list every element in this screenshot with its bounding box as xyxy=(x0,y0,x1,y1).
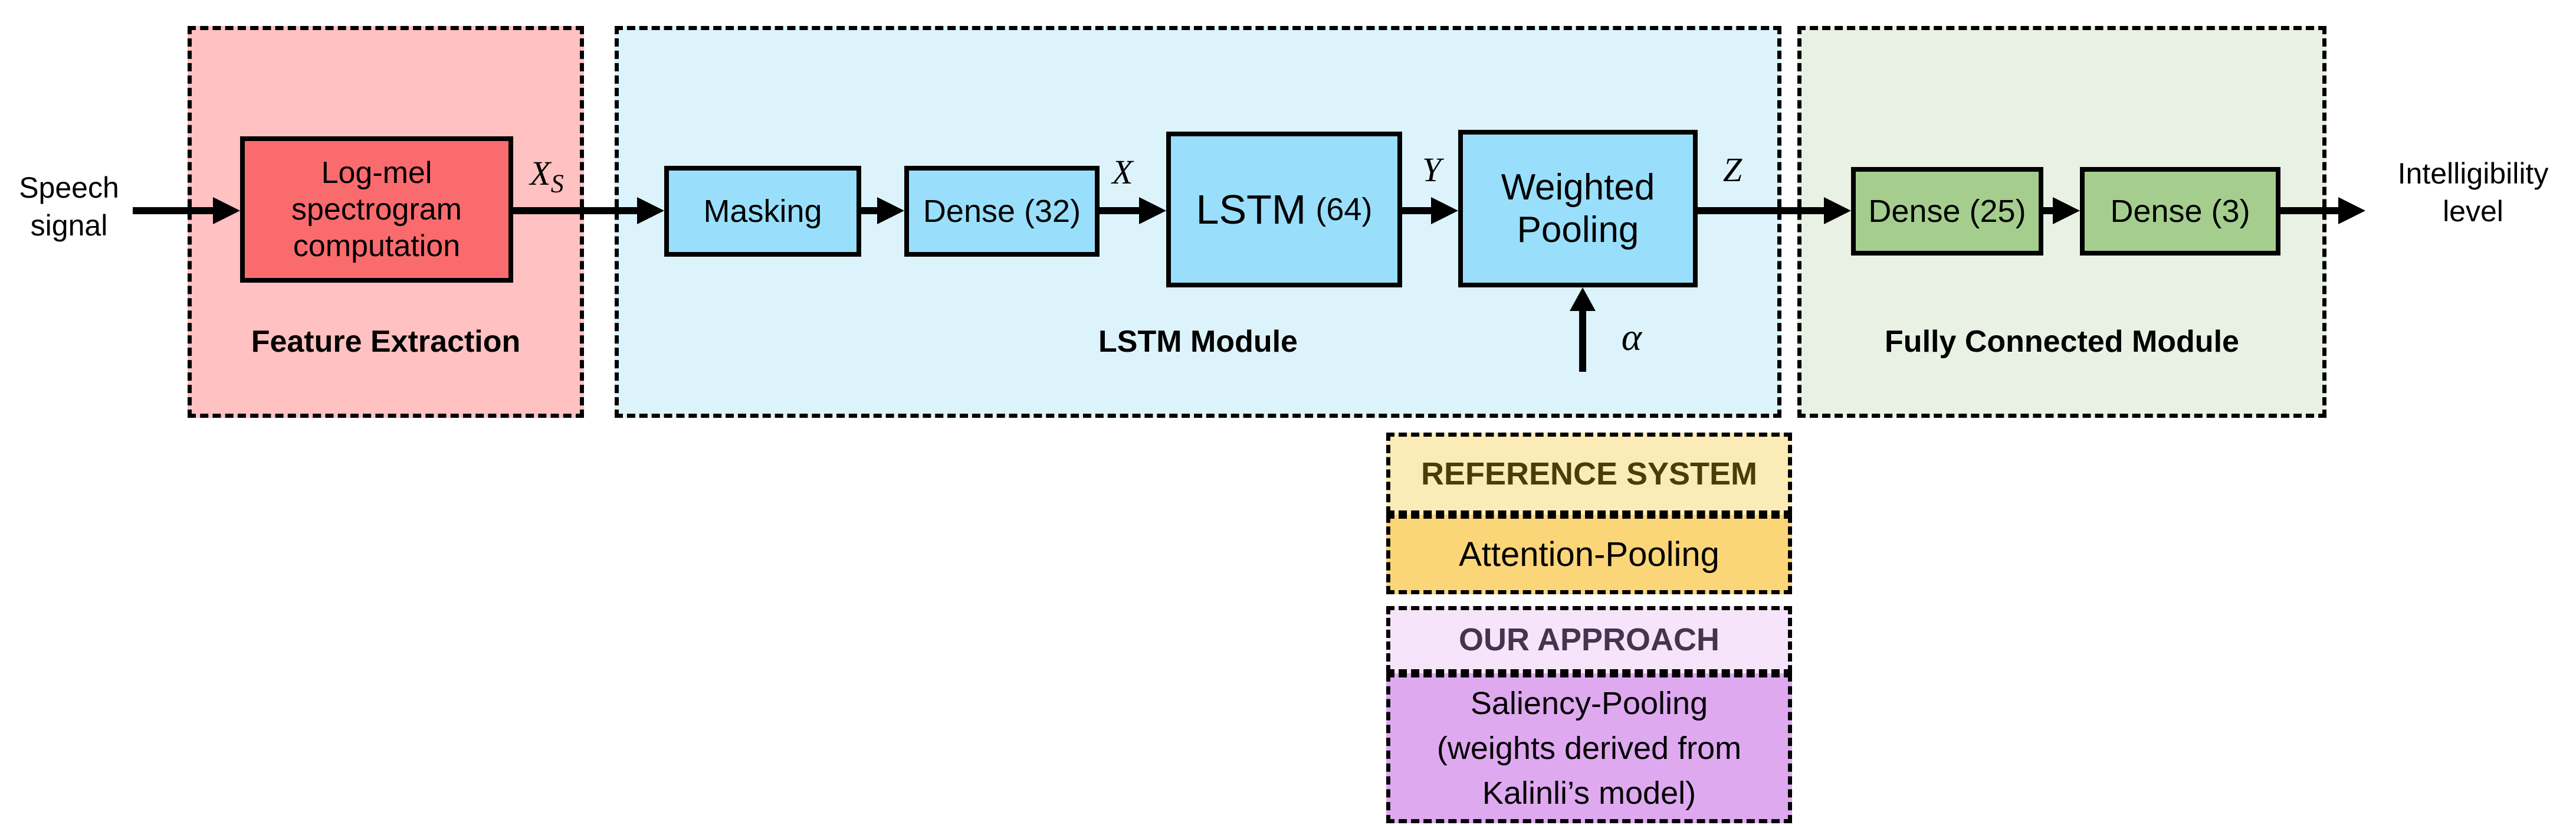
label-speech-signal-line1: Speech xyxy=(19,171,119,204)
label-speech-signal-line2: signal xyxy=(30,209,108,242)
module-fully-connected-label: Fully Connected Module xyxy=(1885,325,2239,359)
arrow-lstm-to-pooling xyxy=(1402,197,1458,224)
legend-our-approach-text: OUR APPROACH xyxy=(1458,622,1720,657)
legend-attention-pooling-text: Attention-Pooling xyxy=(1459,535,1719,574)
block-dense-32: Dense (32) xyxy=(904,166,1100,257)
block-dense-3: Dense (3) xyxy=(2080,167,2280,256)
block-lstm-64-units: (64) xyxy=(1315,192,1373,227)
block-dense-32-label: Dense (32) xyxy=(923,194,1081,229)
label-intelligibility-level-line2: level xyxy=(2443,195,2503,228)
legend-reference-system-header: REFERENCE SYSTEM xyxy=(1386,433,1792,515)
block-weighted-pooling: Weighted Pooling xyxy=(1458,130,1698,287)
label-intelligibility-level-line1: Intelligibility xyxy=(2397,157,2549,190)
alpha-label: α xyxy=(1621,316,1642,359)
block-masking: Masking xyxy=(664,166,861,257)
legend-saliency-pooling: Saliency-Pooling (weights derived from K… xyxy=(1386,673,1792,823)
block-lstm-64: LSTM (64) xyxy=(1166,132,1402,287)
legend-saliency-pooling-line3: Kalinli’s model) xyxy=(1482,775,1696,811)
signal-xs-label: XS xyxy=(508,156,585,202)
signal-x-label: X xyxy=(1112,153,1133,191)
label-intelligibility-level: Intelligibility level xyxy=(2370,155,2576,230)
block-dense-25-label: Dense (25) xyxy=(1868,194,2026,229)
block-dense-25: Dense (25) xyxy=(1851,167,2043,256)
signal-y-label: Y xyxy=(1422,150,1442,189)
block-log-mel-spectrogram: Log-mel spectrogram computation xyxy=(240,136,513,283)
block-log-mel-line2: spectrogram xyxy=(291,192,462,227)
arrow-logmel-to-masking xyxy=(513,197,664,224)
block-lstm-64-name: LSTM xyxy=(1196,186,1307,233)
module-lstm-label: LSTM Module xyxy=(1098,325,1298,359)
signal-z-label: Z xyxy=(1722,150,1743,189)
legend-reference-system-text: REFERENCE SYSTEM xyxy=(1420,456,1758,492)
arrow-dense3-to-output xyxy=(2280,197,2365,224)
block-weighted-pooling-line1: Weighted xyxy=(1501,166,1655,208)
legend-saliency-pooling-line2: (weights derived from xyxy=(1436,731,1742,766)
block-dense-3-label: Dense (3) xyxy=(2110,194,2250,229)
legend-saliency-pooling-line1: Saliency-Pooling xyxy=(1470,686,1708,721)
legend-attention-pooling: Attention-Pooling xyxy=(1386,515,1792,594)
arrow-alpha-to-pooling xyxy=(1570,287,1596,372)
block-masking-label: Masking xyxy=(703,194,822,229)
arrow-masking-to-dense32 xyxy=(861,197,904,224)
block-log-mel-line1: Log-mel xyxy=(321,156,432,190)
signal-xs-base: X xyxy=(530,154,551,192)
arrow-speech-to-logmel xyxy=(133,197,240,224)
label-speech-signal: Speech signal xyxy=(7,169,131,244)
block-weighted-pooling-line2: Pooling xyxy=(1517,209,1639,250)
arrow-pooling-to-dense25 xyxy=(1698,197,1851,224)
signal-xs-subscript: S xyxy=(550,169,564,198)
arrow-dense32-to-lstm xyxy=(1100,197,1166,224)
arrow-dense25-to-dense3 xyxy=(2043,197,2080,224)
legend-our-approach-header: OUR APPROACH xyxy=(1386,606,1792,673)
block-log-mel-line3: computation xyxy=(293,229,461,263)
module-feature-extraction-label: Feature Extraction xyxy=(251,325,521,359)
